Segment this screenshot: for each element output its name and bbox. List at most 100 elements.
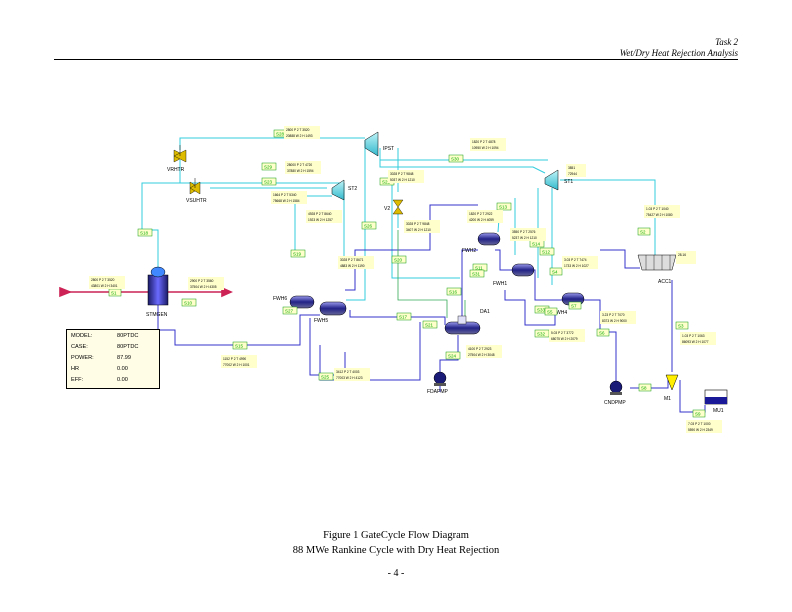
m1-label: M1 [664, 396, 671, 402]
stream-s2: S2 [637, 227, 651, 236]
value-tag: 5.03 P 2 T 3772 68075 W 2 H 2079 [549, 329, 585, 342]
fwh6-heater[interactable]: FWH6 [273, 295, 315, 309]
mu1-tank[interactable]: MU1 [704, 389, 728, 414]
fwh6-label: FWH6 [273, 296, 287, 302]
summary-key: CASE: [71, 344, 88, 350]
stream-s10: S10 [181, 298, 197, 307]
svg-text:S12: S12 [542, 250, 551, 255]
value-tag: 3.03 P 2 T 7474 1733 W 2 H 1027 [562, 256, 598, 269]
svg-text:S14: S14 [532, 242, 541, 247]
stream-s31: S31 [469, 269, 485, 278]
stream-s7: S7 [568, 301, 582, 310]
fwh2-heater[interactable]: FWH2 [462, 232, 501, 254]
svg-text:S2: S2 [640, 230, 646, 235]
fdapmp-label: FDAPMP [427, 389, 449, 395]
svg-text:S27: S27 [285, 309, 294, 314]
drain-lines [397, 230, 466, 320]
st1-turbine[interactable]: ST1 [544, 169, 573, 191]
ipst-label: IPST [383, 146, 394, 152]
fwh1-label: FWH1 [493, 281, 507, 287]
svg-text:S1: S1 [111, 291, 117, 296]
svg-text:77002 W 2 H 1001: 77002 W 2 H 1001 [223, 363, 250, 367]
svg-text:5.03 P 2 T 3772: 5.03 P 2 T 3772 [551, 331, 574, 335]
svg-text:5037 W 2 H 1210: 5037 W 2 H 1210 [390, 178, 415, 182]
v2-label: V2 [384, 206, 390, 212]
stream-s14: S14 [529, 239, 545, 248]
stream-s8: S8 [638, 383, 652, 392]
svg-text:3407 W 2 H 1210: 3407 W 2 H 1210 [406, 228, 431, 232]
stmgen[interactable]: STMGEN [146, 266, 169, 318]
svg-text:86093 W 2 H 1077: 86093 W 2 H 1077 [682, 340, 709, 344]
vrhtr-label: VRHTR [167, 167, 185, 173]
svg-text:4928 P 2 T 8640: 4928 P 2 T 8640 [308, 212, 332, 216]
stream-s15: S15 [232, 341, 248, 350]
figure-caption-title: Figure 1 GateCycle Flow Diagram [323, 530, 469, 541]
value-tag: 3851 72944 [566, 164, 586, 177]
svg-text:27504 W 2 H 3048: 27504 W 2 H 3048 [468, 353, 495, 357]
svg-text:3.23 P 2 T 7070: 3.23 P 2 T 7070 [602, 313, 625, 317]
svg-text:2800 P 2 T 3520: 2800 P 2 T 3520 [91, 278, 115, 282]
svg-text:1.03 P 2 T 1063: 1.03 P 2 T 1063 [682, 334, 705, 338]
summary-key: MODEL: [71, 333, 93, 339]
fdapmp-pump[interactable]: FDAPMP [427, 371, 449, 395]
svg-text:1820 P 2 T 4878: 1820 P 2 T 4878 [472, 140, 496, 144]
da1-deaerator[interactable]: DA1 [444, 309, 490, 335]
svg-text:S28: S28 [276, 132, 285, 137]
stream-s3: S3 [675, 321, 689, 330]
st2-turbine[interactable]: ST2 [331, 179, 357, 201]
page-number: - 4 - [387, 568, 405, 579]
svg-text:68075 W 2 H 2079: 68075 W 2 H 2079 [551, 337, 578, 341]
stream-s24: S24 [445, 351, 461, 360]
svg-text:S8: S8 [641, 386, 647, 391]
da1-label: DA1 [480, 309, 490, 315]
cndpmp-pump[interactable]: CNDPMP [604, 380, 626, 406]
svg-text:S24: S24 [448, 354, 457, 359]
stream-s16: S16 [446, 287, 462, 296]
svg-text:1733 W 2 H 1027: 1733 W 2 H 1027 [564, 264, 589, 268]
svg-text:S6: S6 [599, 331, 605, 336]
m1-mixer[interactable]: M1 [664, 374, 679, 402]
vsuhtr-valve[interactable]: VSUHTR [186, 178, 207, 204]
svg-text:43801 W 2 H 3401: 43801 W 2 H 3401 [91, 284, 118, 288]
svg-text:S5: S5 [547, 310, 553, 315]
summary-row-eff: EFF: 0.00 [71, 377, 157, 387]
fwh1-heater[interactable]: FWH1 [493, 263, 535, 287]
fwh5-heater[interactable]: FWH5 [314, 301, 347, 324]
svg-text:72944: 72944 [568, 172, 577, 176]
summary-value: 87.99 [117, 355, 131, 361]
svg-text:S26: S26 [364, 224, 373, 229]
svg-text:S31: S31 [472, 272, 481, 277]
ipst-turbine[interactable]: IPST [364, 131, 394, 157]
svg-text:S20: S20 [394, 258, 403, 263]
stream-s23: S23 [261, 177, 277, 186]
vrhtr-valve[interactable]: VRHTR [167, 145, 187, 173]
svg-text:5237 W 2 H 1210: 5237 W 2 H 1210 [512, 236, 537, 240]
svg-text:S19: S19 [293, 252, 302, 257]
svg-text:S4: S4 [552, 270, 558, 275]
svg-text:S13: S13 [499, 205, 508, 210]
fwh2-label: FWH2 [462, 248, 476, 254]
vsuhtr-label: VSUHTR [186, 198, 207, 204]
stream-s4: S4 [549, 267, 563, 276]
svg-text:3.03 P 2 T 7474: 3.03 P 2 T 7474 [564, 258, 587, 262]
v2-valve[interactable]: V2 [384, 199, 404, 215]
svg-text:S11: S11 [475, 266, 483, 271]
svg-text:2800 P 2 T 3520: 2800 P 2 T 3520 [286, 128, 310, 132]
svg-text:S16: S16 [449, 290, 458, 295]
header-rule [54, 59, 738, 60]
svg-text:1923 W 2 H 1257: 1923 W 2 H 1257 [308, 218, 333, 222]
svg-text:7.03 P 2 T 1000: 7.03 P 2 T 1000 [688, 422, 711, 426]
svg-text:1664 P 2 T 5340: 1664 P 2 T 5340 [273, 193, 297, 197]
svg-text:3851: 3851 [568, 166, 575, 170]
acc1-condenser[interactable]: ACC1 [637, 254, 677, 285]
